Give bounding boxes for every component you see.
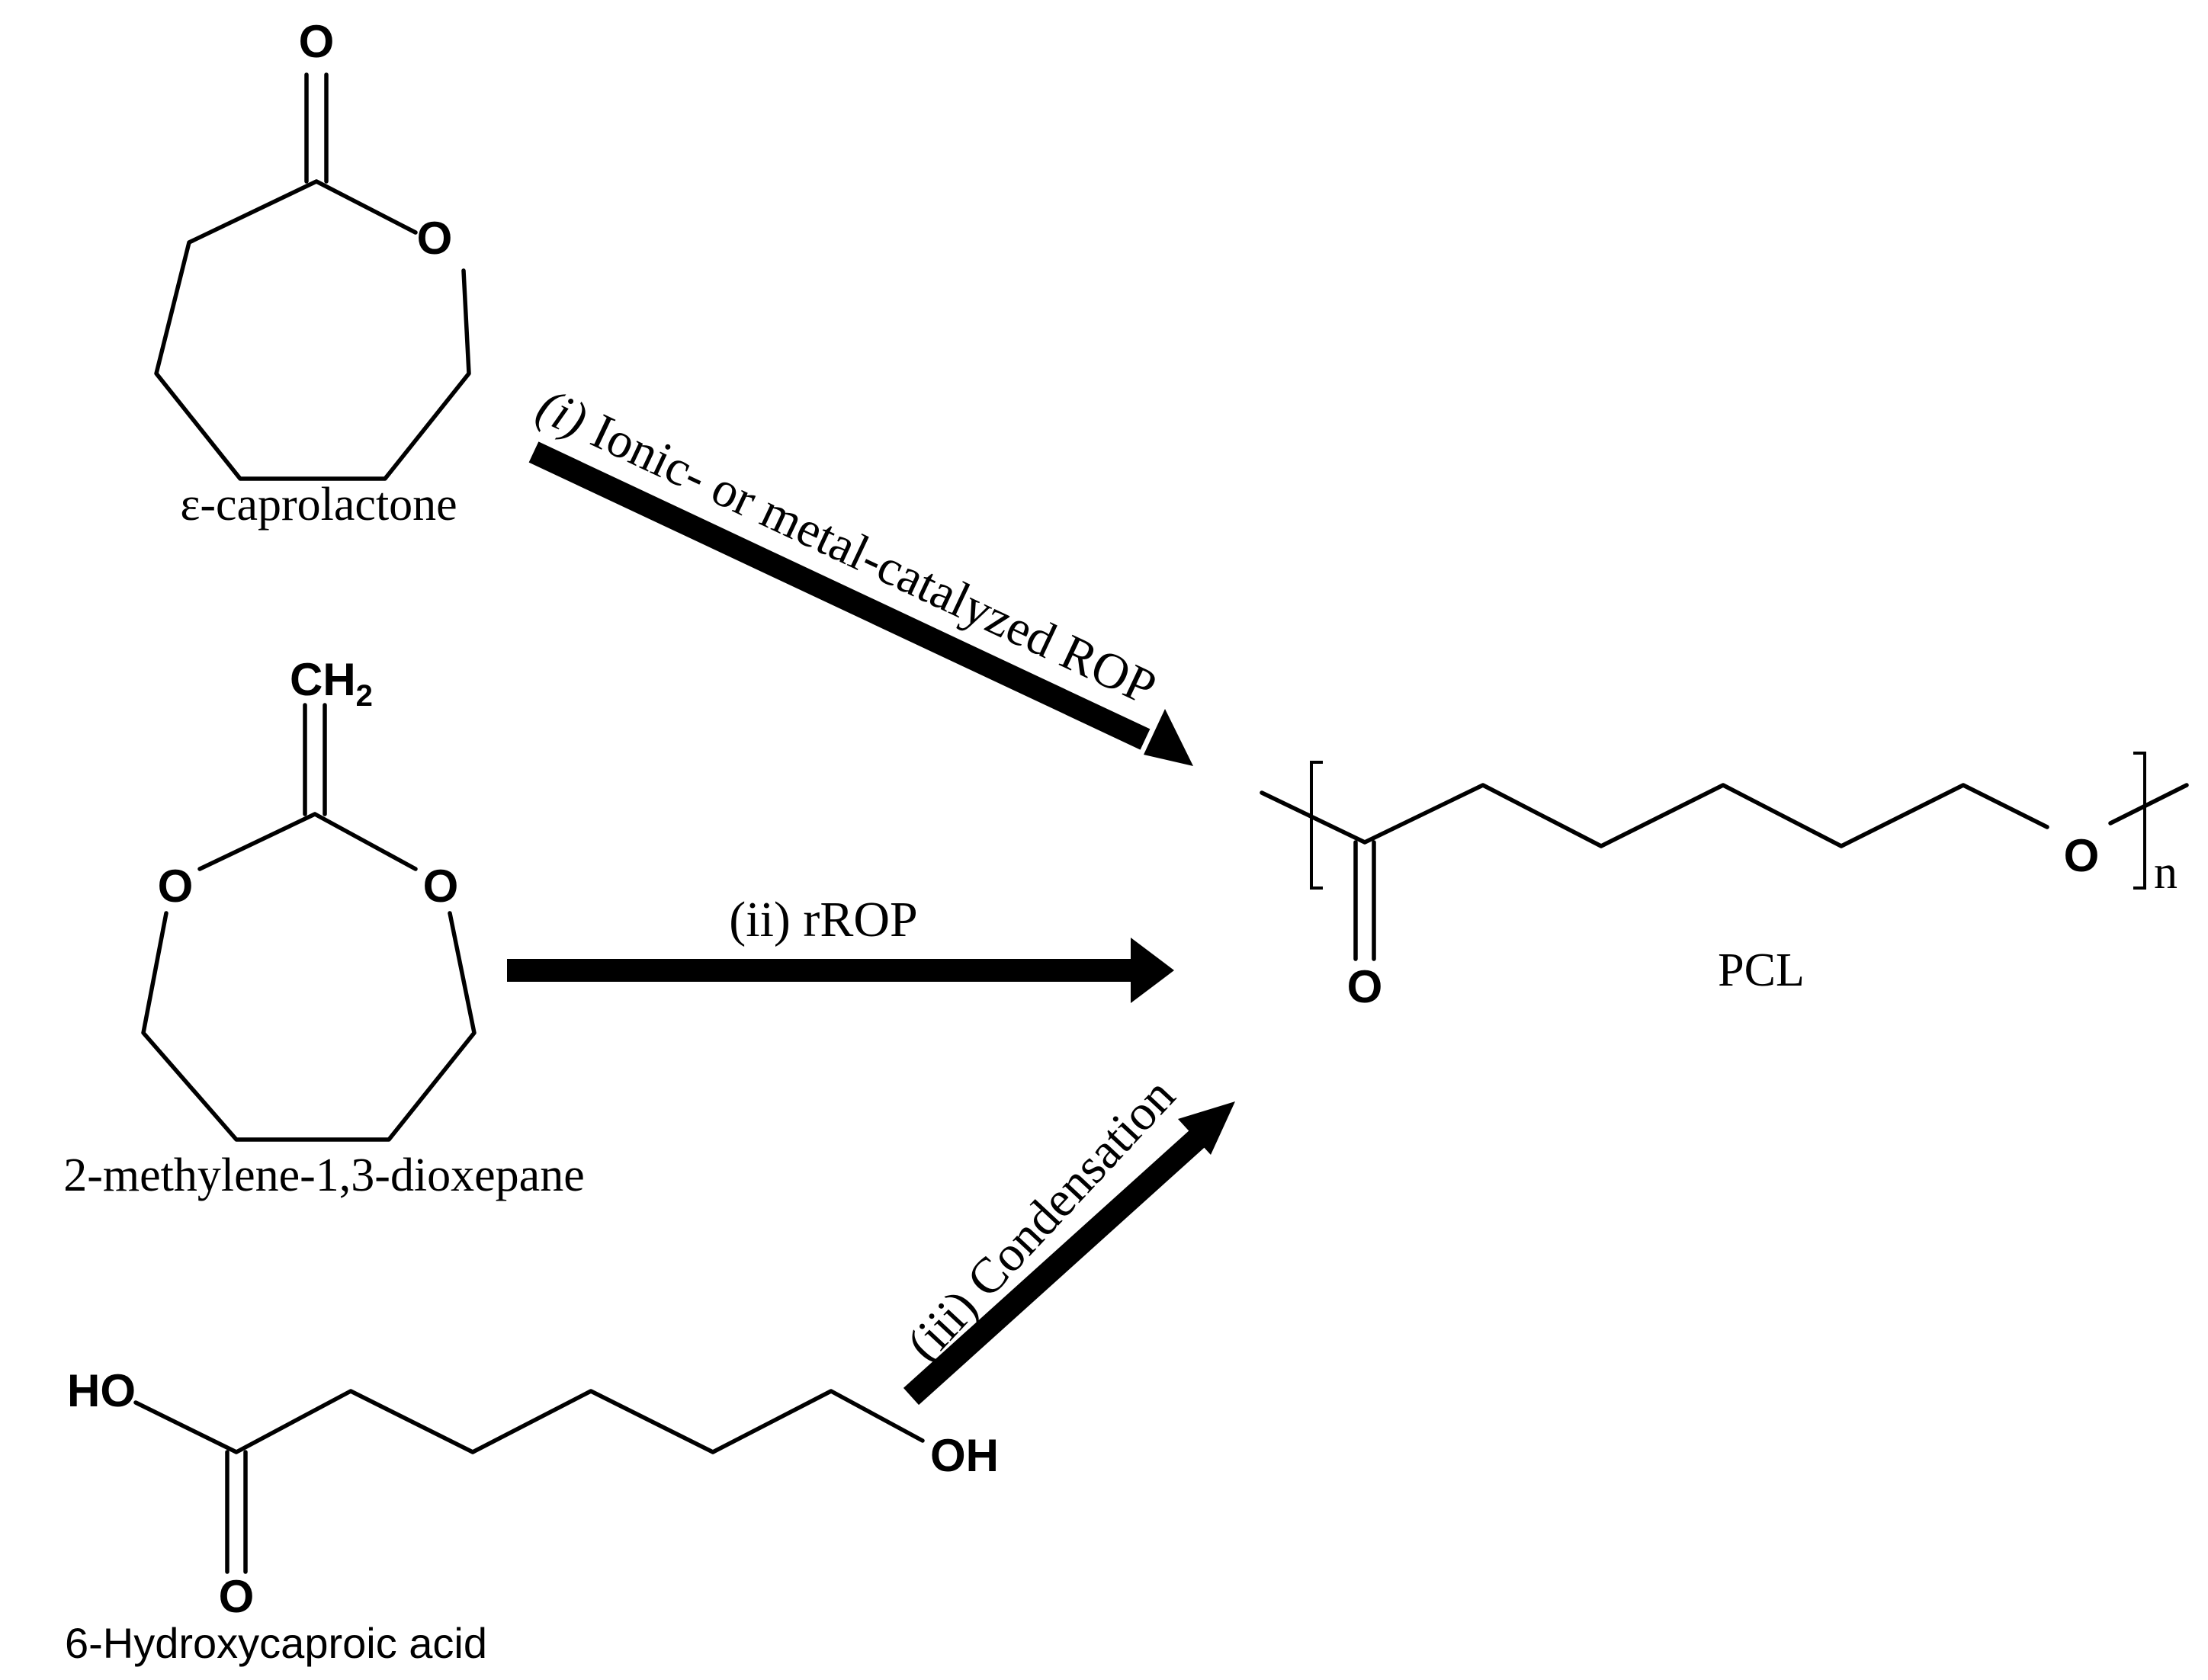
caprolactone-carbonyl-bond — [304, 72, 329, 184]
route-ii-arrow-head — [1131, 938, 1174, 1003]
caprolactone-ring-oxygen: O — [417, 213, 453, 264]
route-i-text: Ionic- or metal-catalyzed ROP — [583, 403, 1164, 716]
mdo-methylene-ch: CH — [290, 654, 356, 705]
pcl-chain-bonds — [1260, 783, 2189, 848]
hydroxycaproic-carbonyl-oxygen: O — [219, 1571, 255, 1622]
pcl-ester-oxygen: O — [2064, 830, 2100, 881]
caprolactone-ring-bonds — [154, 179, 471, 481]
hydroxycaproic-acid-oh: HO — [67, 1365, 136, 1416]
route-i-arrow-shaft — [528, 441, 1151, 750]
pcl-left-bracket — [1310, 761, 1323, 890]
route-ii-label: (ii) rROP — [729, 892, 918, 947]
pcl-structure: O O n — [1260, 752, 2189, 1012]
route-i-arrow — [528, 441, 1193, 766]
route-i-arrow-head — [1144, 709, 1193, 766]
hydroxycaproic-carbonyl-bond — [225, 1450, 248, 1574]
pcl-carbonyl-bond — [1353, 840, 1376, 961]
pcl-repeat-subscript: n — [2154, 847, 2178, 899]
route-iii-arrow-shaft — [903, 1123, 1213, 1406]
pcl-label: PCL — [1718, 944, 1805, 996]
route-i-label: (i) Ionic- or metal-catalyzed ROP — [529, 378, 1165, 717]
mdo-exocyclic-double-bond — [303, 703, 327, 816]
hydroxycaproic-chain-bonds — [133, 1389, 925, 1454]
mdo-methylene-group: CH2 — [290, 654, 373, 713]
caprolactone-structure: O O — [154, 16, 471, 481]
route-iii-label: (iii) Condensation — [897, 1068, 1186, 1373]
route-ii-arrow — [507, 938, 1174, 1003]
hydroxycaproic-structure: HO O OH — [67, 1365, 999, 1622]
mdo-ring-oxygen-left: O — [158, 861, 194, 912]
mdo-ring-bonds — [141, 812, 477, 1142]
pcl-right-bracket — [2133, 752, 2146, 890]
mdo-ring-oxygen-right: O — [423, 861, 459, 912]
pcl-carbonyl-oxygen: O — [1347, 961, 1383, 1012]
caprolactone-carbonyl-oxygen: O — [299, 16, 335, 67]
hydroxycaproic-terminal-oh: OH — [930, 1430, 999, 1481]
caprolactone-label: ε-caprolactone — [180, 479, 457, 531]
mdo-label: 2-methylene-1,3-dioxepane — [63, 1149, 584, 1201]
mdo-structure: CH2 O O — [141, 654, 477, 1142]
mdo-methylene-subscript: 2 — [356, 679, 373, 713]
route-iii-arrow — [903, 1101, 1235, 1406]
hydroxycaproic-label: 6-Hydroxycaproic acid — [65, 1619, 487, 1667]
route-iii-arrow-head — [1178, 1101, 1235, 1155]
